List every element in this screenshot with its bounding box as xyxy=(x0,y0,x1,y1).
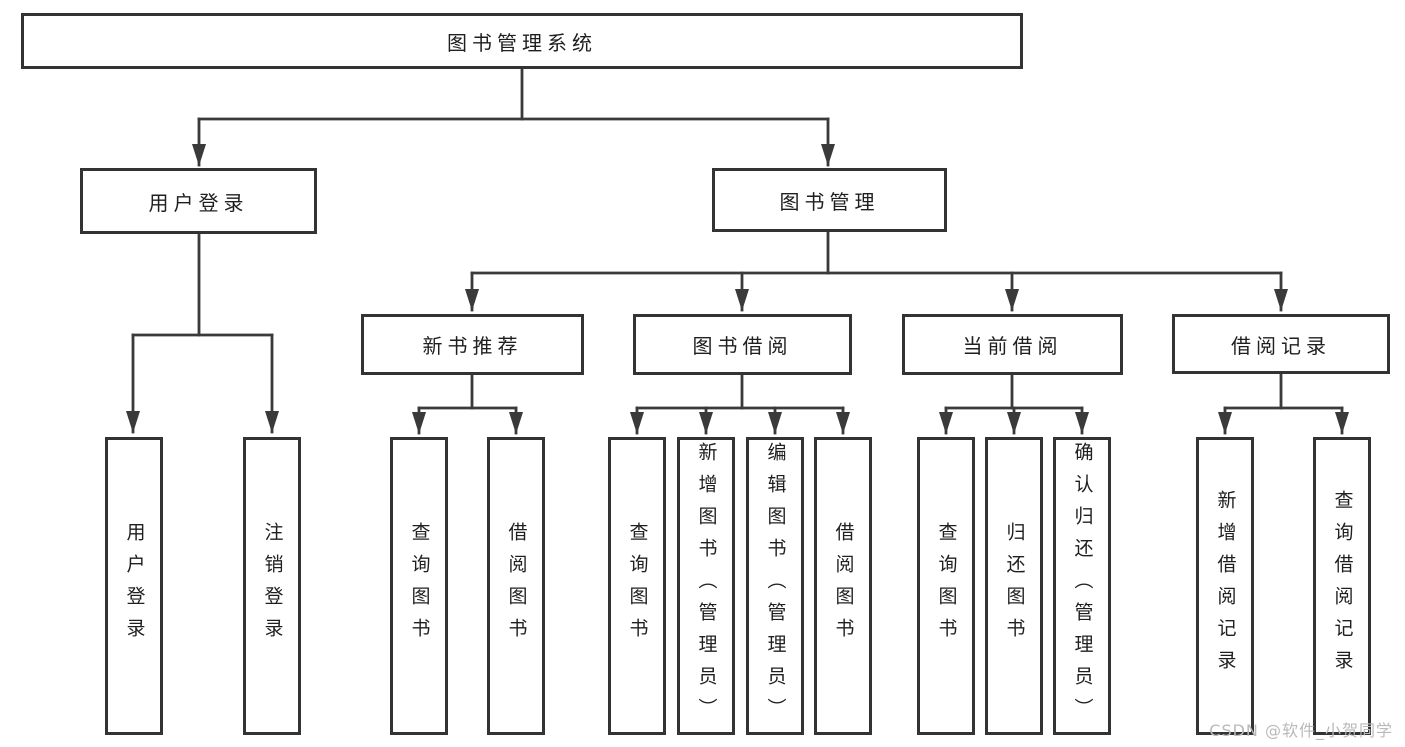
leaf-add-book-admin-label: 新增图书（管理员） xyxy=(695,442,718,730)
node-borrow-records-label: 借阅记录 xyxy=(1231,333,1331,358)
leaf-confirm-return-admin-label: 确认归还（管理员） xyxy=(1071,442,1094,730)
leaf-borrow-books-1-label: 借阅图书 xyxy=(505,522,528,650)
leaf-query-books-3-label: 查询图书 xyxy=(935,522,958,650)
node-root: 图书管理系统 xyxy=(21,13,1023,69)
node-root-label: 图书管理系统 xyxy=(447,30,597,55)
leaf-return-book-label: 归还图书 xyxy=(1003,522,1026,650)
leaf-query-books-1: 查询图书 xyxy=(390,437,448,735)
leaf-borrow-books-1: 借阅图书 xyxy=(487,437,545,735)
leaf-edit-book-admin: 编辑图书（管理员） xyxy=(746,437,804,735)
node-borrow-records: 借阅记录 xyxy=(1172,314,1390,374)
node-user-login: 用户登录 xyxy=(80,168,317,234)
leaf-logout: 注销登录 xyxy=(243,437,301,735)
leaf-add-borrow-record: 新增借阅记录 xyxy=(1196,437,1254,735)
leaf-borrow-books-2-label: 借阅图书 xyxy=(832,522,855,650)
leaf-user-login-label: 用户登录 xyxy=(123,522,146,650)
leaf-add-borrow-record-label: 新增借阅记录 xyxy=(1214,490,1237,682)
node-book-borrow-label: 图书借阅 xyxy=(692,334,793,358)
leaf-user-login: 用户登录 xyxy=(105,437,163,735)
leaf-add-book-admin: 新增图书（管理员） xyxy=(677,437,735,735)
node-current-borrow: 当前借阅 xyxy=(902,314,1123,375)
node-current-borrow-label: 当前借阅 xyxy=(962,334,1063,358)
leaf-query-books-2: 查询图书 xyxy=(608,437,666,735)
leaf-query-books-2-label: 查询图书 xyxy=(626,522,649,650)
leaf-query-borrow-record: 查询借阅记录 xyxy=(1313,437,1371,735)
leaf-logout-label: 注销登录 xyxy=(261,522,284,650)
leaf-query-books-3: 查询图书 xyxy=(917,437,975,735)
node-new-book-recommend-label: 新书推荐 xyxy=(422,334,523,358)
node-book-management: 图书管理 xyxy=(712,168,947,232)
node-new-book-recommend: 新书推荐 xyxy=(361,314,584,375)
leaf-borrow-books-2: 借阅图书 xyxy=(814,437,872,735)
leaf-edit-book-admin-label: 编辑图书（管理员） xyxy=(764,442,787,730)
node-book-borrow: 图书借阅 xyxy=(633,314,852,375)
node-user-login-label: 用户登录 xyxy=(148,190,249,215)
node-book-management-label: 图书管理 xyxy=(779,189,880,214)
leaf-query-books-1-label: 查询图书 xyxy=(408,522,431,650)
leaf-confirm-return-admin: 确认归还（管理员） xyxy=(1053,437,1111,735)
leaf-query-borrow-record-label: 查询借阅记录 xyxy=(1331,490,1354,682)
watermark: CSDN @软件_小贺同学 xyxy=(1209,721,1393,740)
leaf-return-book: 归还图书 xyxy=(985,437,1043,735)
